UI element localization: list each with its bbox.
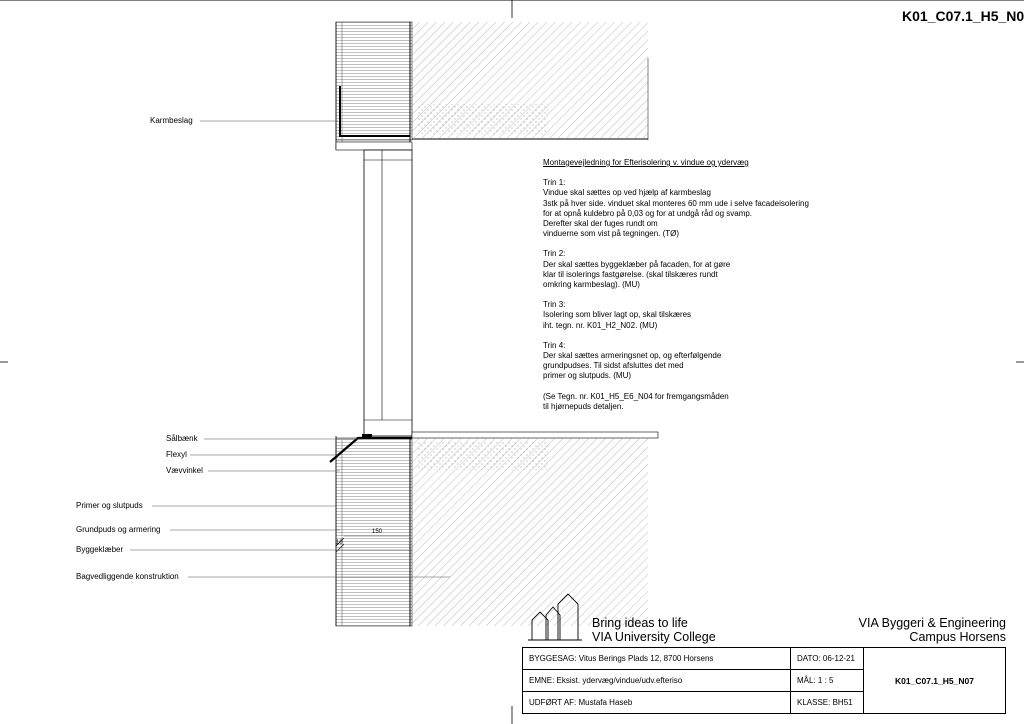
label-bagvedliggende: Bagvedliggende konstruktion <box>76 572 179 581</box>
tb-klasse: KLASSE: BH51 <box>790 691 864 714</box>
label-byggeklaeber: Byggeklæber <box>76 545 124 554</box>
notes-step: Trin 3: Isolering som bliver lagt op, sk… <box>543 300 692 330</box>
notes-step: (Se Tegn. nr. K01_H5_E6_N04 for fremgang… <box>543 391 729 411</box>
upper-wall <box>335 21 649 151</box>
notes-step: Trin 4: Der skal sættes armeringsnet op,… <box>543 340 722 381</box>
dimension-10: 10 <box>336 540 343 546</box>
window-frame <box>363 149 413 437</box>
lower-wall <box>329 431 659 627</box>
label-salbaenk: Sålbænk <box>166 434 198 443</box>
brand-right-1: VIA Byggeri & Engineering <box>858 616 1006 630</box>
brand-right-2: Campus Horsens <box>909 630 1006 644</box>
brand-line-2: VIA University College <box>592 630 716 644</box>
label-vaevvinkel: Vævvinkel <box>166 466 203 475</box>
brand-line-1: Bring ideas to life <box>592 616 688 630</box>
label-grundpuds: Grundpuds og armering <box>76 525 161 534</box>
tb-emne: EMNE: Eksist. ydervæg/vindue/udv.efteris… <box>522 669 791 692</box>
title-block: BYGGESAG: Vitus Berings Plads 12, 8700 H… <box>522 647 1006 714</box>
assembly-notes: Montagevejledning for Efterisolering v. … <box>543 158 809 422</box>
tb-sheet-id: K01_C07.1_H5_N07 <box>863 647 1006 714</box>
brand-campus: VIA Byggeri & Engineering Campus Horsens <box>859 616 1006 644</box>
label-flexyl: Flexyl <box>166 450 187 459</box>
brand-tagline: Bring ideas to life VIA University Colle… <box>592 616 716 644</box>
sheet-id: K01_C07.1_H5_N07 <box>902 8 1024 24</box>
tb-dato: DATO: 06-12-21 <box>790 647 864 670</box>
leader-lines <box>130 120 450 578</box>
via-logo <box>528 593 582 641</box>
tb-udfort: UDFØRT AF: Mustafa Haseb <box>522 691 791 714</box>
label-primer: Primer og slutpuds <box>76 501 143 510</box>
notes-step: Trin 2: Der skal sættes byggeklæber på f… <box>543 249 731 290</box>
notes-heading: Montagevejledning for Efterisolering v. … <box>543 158 749 167</box>
tb-mal: MÅL: 1 : 5 <box>790 669 864 692</box>
tb-byggesag: BYGGESAG: Vitus Berings Plads 12, 8700 H… <box>522 647 791 670</box>
notes-step: Trin 1: Vindue skal sættes op ved hjælp … <box>543 178 809 239</box>
label-karmbeslag: Karmbeslag <box>150 116 193 125</box>
dimension-150: 150 <box>372 529 383 535</box>
